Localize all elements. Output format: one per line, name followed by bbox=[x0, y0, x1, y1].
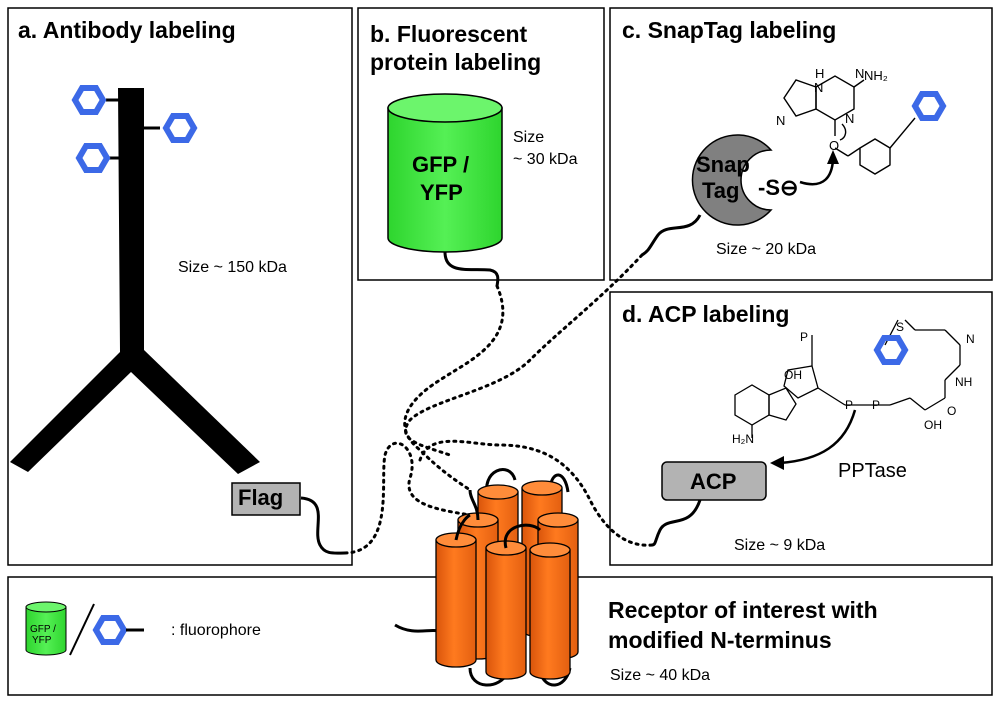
coa-label-p2: P bbox=[845, 398, 854, 412]
bg-label-o: O bbox=[829, 138, 840, 153]
legend-divider-slash bbox=[69, 603, 95, 656]
panel-d-frame bbox=[609, 291, 993, 566]
legend-hexagon-icon bbox=[92, 615, 128, 645]
gfp-label-line2: YFP bbox=[420, 180, 463, 205]
thiolate-label: -S⊖ bbox=[758, 175, 799, 200]
gfp-cylinder bbox=[387, 93, 503, 287]
coa-label-oh-ribose: OH bbox=[784, 368, 802, 382]
acp-protein bbox=[651, 409, 857, 547]
snaptag-size-label: Size ~ 20 kDa bbox=[716, 241, 817, 258]
acp-label: ACP bbox=[690, 469, 737, 494]
acp-fluorophore-hexagon-icon bbox=[873, 335, 909, 365]
coa-label-n: N bbox=[966, 332, 975, 346]
bg-label-h: H bbox=[815, 66, 825, 81]
acp-linker bbox=[651, 499, 702, 547]
fluorophore-hexagon-icon bbox=[71, 85, 107, 115]
receptor bbox=[394, 468, 579, 687]
linker-snaptag-dotted bbox=[404, 253, 644, 457]
snaptag-linker bbox=[641, 214, 702, 257]
snaptag-label-line1: Snap bbox=[696, 152, 750, 177]
legend-gfp-line1: GFP / bbox=[30, 624, 56, 635]
coa-label-o: O bbox=[947, 404, 957, 418]
flag-tag-label: Flag bbox=[238, 485, 284, 510]
flag-linker bbox=[300, 496, 346, 555]
gfp-linker bbox=[443, 251, 500, 287]
flag-tag-box bbox=[231, 482, 301, 516]
snaptag-protein bbox=[641, 134, 839, 257]
snaptag-fluorophore-hexagon-icon bbox=[911, 91, 947, 121]
linker-flag-dotted bbox=[343, 441, 472, 555]
bg-label-n3: N bbox=[776, 113, 786, 128]
coa-label-p3: P bbox=[872, 398, 881, 412]
coa-label-s: S bbox=[896, 320, 905, 334]
receptor-title-line2: modified N-terminus bbox=[608, 627, 832, 653]
receptor-title-line1: Receptor of interest with bbox=[608, 597, 878, 623]
acp-size-label: Size ~ 9 kDa bbox=[734, 537, 826, 554]
antibody-stem bbox=[10, 88, 260, 474]
coa-label-h2n: H₂N bbox=[732, 432, 754, 446]
antibody-size-label: Size ~ 150 kDa bbox=[178, 259, 287, 276]
linker-gfp-dotted bbox=[403, 284, 505, 492]
coa-label-p1: P bbox=[800, 330, 809, 344]
legend-fluorophore-label: : fluorophore bbox=[171, 622, 261, 639]
bg-label-n4: N bbox=[845, 111, 855, 126]
snaptag-label-line2: Tag bbox=[702, 178, 740, 203]
benzylguanine-structure bbox=[783, 75, 916, 175]
fluorophore-hexagon-icon bbox=[75, 143, 111, 173]
legend-gfp-line2: YFP bbox=[32, 635, 52, 646]
panel-b-frame bbox=[357, 7, 605, 281]
panel-b-title-line2: protein labeling bbox=[370, 49, 542, 75]
gfp-size-line1: Size bbox=[513, 129, 545, 146]
receptor-size-label: Size ~ 40 kDa bbox=[610, 667, 711, 684]
gfp-label-line1: GFP / bbox=[412, 152, 470, 177]
panel-a-title: a. Antibody labeling bbox=[18, 17, 236, 43]
bg-label-n2: N bbox=[855, 66, 865, 81]
panel-d-title: d. ACP labeling bbox=[622, 301, 790, 327]
panel-a-frame bbox=[7, 7, 353, 566]
coa-label-nh: NH bbox=[955, 375, 973, 389]
dotted-linkers bbox=[343, 253, 654, 555]
pptase-label: PPTase bbox=[838, 460, 907, 482]
coa-label-oh: OH bbox=[924, 418, 942, 432]
legend-gfp-icon bbox=[25, 601, 67, 656]
antibody bbox=[10, 88, 346, 555]
bg-label-n1: N bbox=[814, 80, 824, 95]
pptase-arrow bbox=[779, 409, 857, 465]
panel-c-title: c. SnapTag labeling bbox=[622, 17, 837, 43]
coa-structure bbox=[734, 319, 961, 438]
panel-b-title-line1: b. Fluorescent bbox=[370, 21, 528, 47]
gfp-size-line2: ~ 30 kDa bbox=[513, 151, 578, 168]
panel-c-frame bbox=[609, 7, 993, 281]
fluorophore-hexagon-icon bbox=[162, 113, 198, 143]
bg-label-nh2: NH₂ bbox=[864, 68, 888, 83]
